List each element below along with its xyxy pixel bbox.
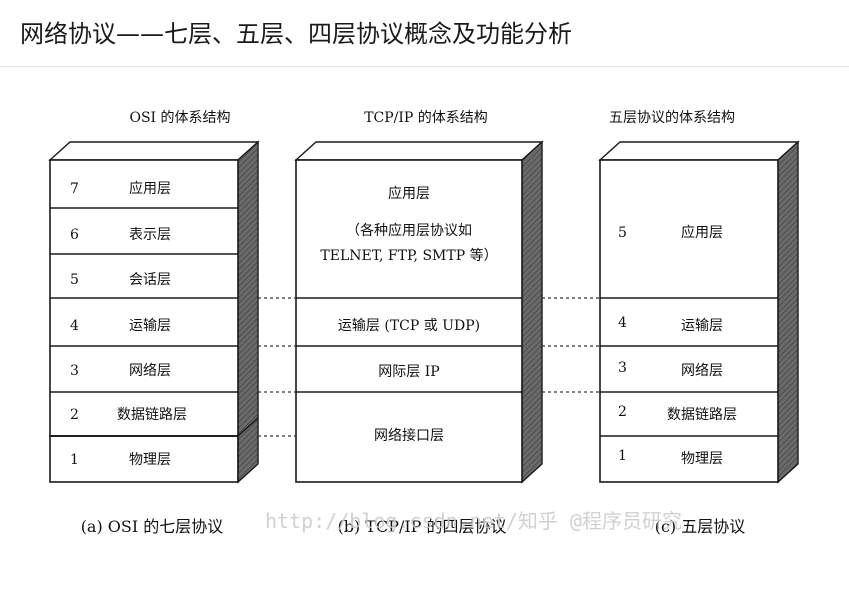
osi-layer-number: 5 [70, 272, 79, 288]
tcpip-layer-name: 网际层 IP [378, 364, 439, 380]
tcpip-layer-name: 应用层 [388, 185, 430, 202]
osi-layer-number: 6 [70, 227, 79, 243]
tcpip-side-face [521, 140, 543, 484]
five-layer-number: 2 [618, 404, 627, 420]
correspondence-lines [258, 297, 600, 437]
osi-caption: (a) OSI 的七层协议 [81, 517, 224, 536]
osi-top-face [48, 141, 260, 161]
five-layer-number: 4 [618, 315, 627, 331]
tcpip-layer-name: 运输层 (TCP 或 UDP) [338, 318, 480, 334]
tcpip-title: TCP/IP 的体系结构 [364, 110, 488, 126]
osi-layer-name: 网络层 [129, 363, 171, 379]
tcpip-layer-name: 网络接口层 [374, 427, 444, 444]
tcpip-caption: (b) TCP/IP 的四层协议 [337, 517, 506, 536]
five-layer-number: 5 [618, 225, 627, 241]
osi-title: OSI 的体系结构 [129, 110, 230, 126]
five-top-face [598, 141, 800, 161]
five-layer-stack: 5 应用层 4 运输层 3 网络层 2 数据链路层 1 物理层 [598, 140, 800, 484]
five-layer-number: 1 [618, 448, 627, 464]
protocol-layers-diagram: OSI 的体系结构 TCP/IP 的体系结构 五层协议的体系结构 7 应用层 6… [48, 110, 800, 536]
osi-layer-name: 物理层 [129, 452, 171, 468]
osi-layer-name: 运输层 [129, 318, 171, 334]
five-layer-name: 数据链路层 [667, 407, 737, 423]
osi-stack: 7 应用层 6 表示层 5 会话层 4 运输层 3 网络层 2 数据链路层 1 … [48, 140, 260, 484]
tcpip-front-face [295, 159, 523, 483]
five-layer-caption: (c) 五层协议 [655, 517, 746, 536]
osi-layer-number: 2 [70, 407, 79, 423]
page-title: 网络协议——七层、五层、四层协议概念及功能分析 [20, 20, 572, 48]
five-front-face [599, 159, 779, 483]
tcpip-layer-note: TELNET, FTP, SMTP 等） [320, 247, 497, 264]
five-layer-number: 3 [618, 360, 627, 376]
osi-layer-name: 表示层 [129, 227, 171, 243]
watermark: http://blog.csdn.net/知乎 @程序员研究 [265, 509, 682, 533]
osi-layer-number: 7 [70, 181, 79, 197]
five-layer-name: 应用层 [681, 224, 723, 241]
five-side-face [777, 140, 799, 484]
five-layer-name: 运输层 [681, 318, 723, 334]
tcpip-layer-note: （各种应用层协议如 [346, 222, 472, 239]
five-layer-title: 五层协议的体系结构 [609, 110, 735, 126]
osi-layer-number: 4 [70, 318, 79, 334]
osi-layer-number: 3 [70, 363, 79, 379]
title-divider [0, 66, 849, 67]
osi-side-face [237, 140, 259, 438]
five-layer-name: 物理层 [681, 451, 723, 467]
five-layer-name: 网络层 [681, 363, 723, 379]
osi-bottom-layer [49, 435, 239, 483]
protocol-layers-figure: OSI 的体系结构 TCP/IP 的体系结构 五层协议的体系结构 7 应用层 6… [40, 100, 830, 555]
osi-layer-name: 数据链路层 [117, 407, 187, 423]
osi-layer-number: 1 [70, 452, 79, 468]
osi-layer-name: 应用层 [129, 180, 171, 197]
tcpip-stack: 应用层 （各种应用层协议如 TELNET, FTP, SMTP 等） 运输层 (… [294, 140, 544, 484]
tcpip-top-face [294, 141, 544, 161]
osi-layer-name: 会话层 [129, 272, 171, 288]
